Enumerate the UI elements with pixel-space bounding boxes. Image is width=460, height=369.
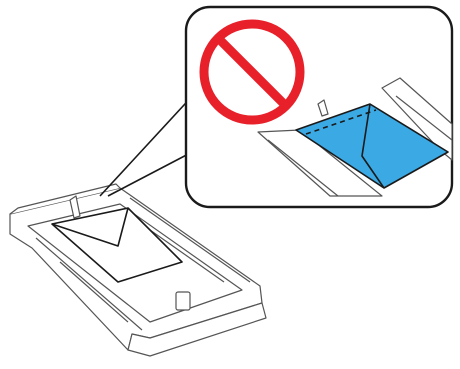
callout-pointer-line-1 bbox=[100, 92, 196, 196]
cassette-edge-guide-tab bbox=[176, 292, 190, 310]
callout-bubble bbox=[186, 7, 452, 207]
callout-pointer bbox=[100, 92, 196, 196]
